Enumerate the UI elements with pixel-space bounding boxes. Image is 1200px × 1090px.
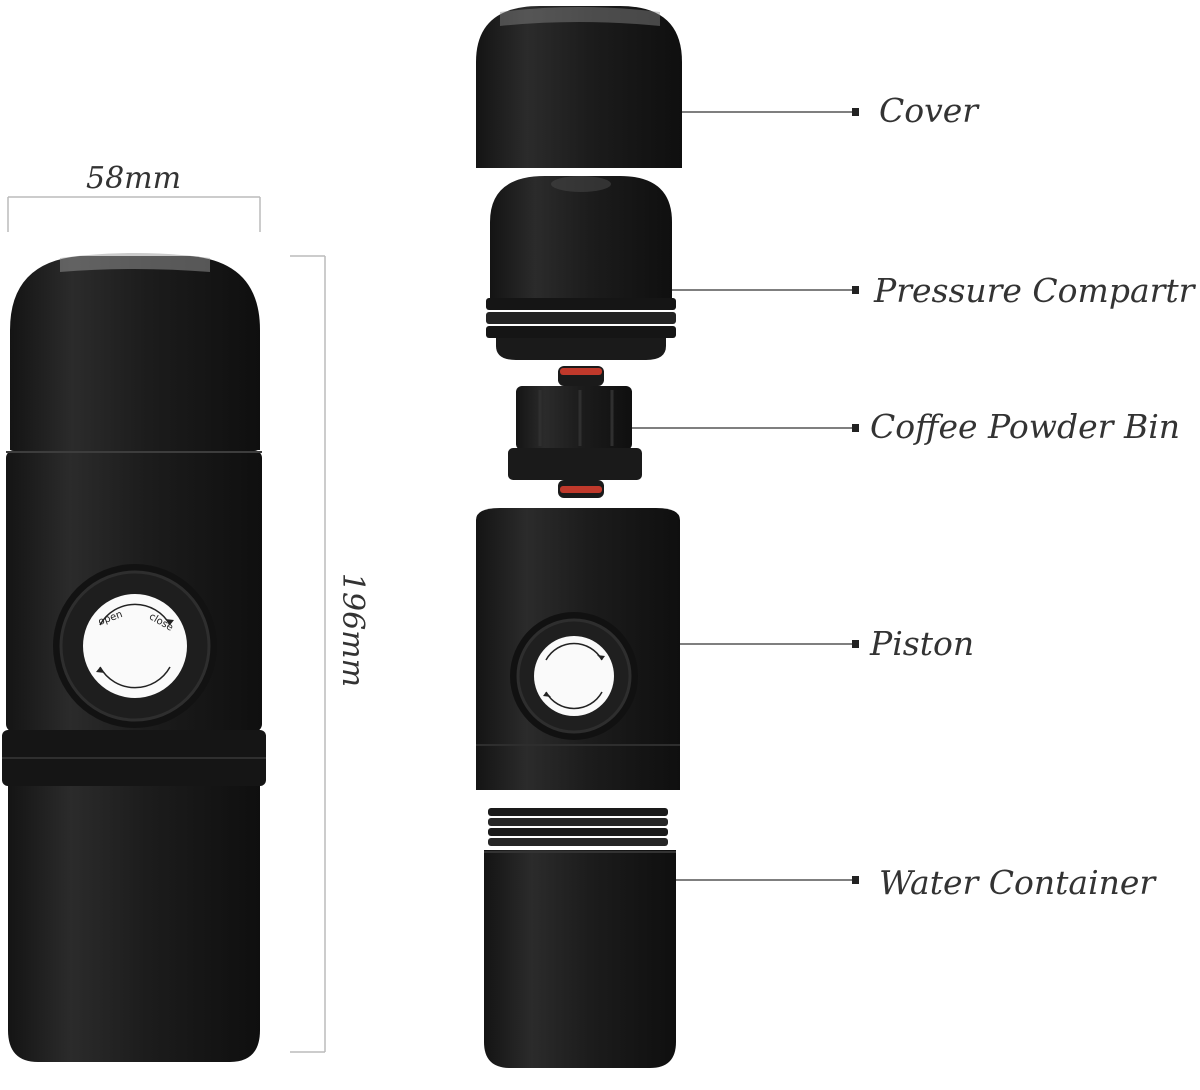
piston-part xyxy=(476,508,680,790)
height-dimension-label: 196mm xyxy=(335,572,370,688)
label-coffee-powder-bin: Coffee Powder Bin xyxy=(870,407,1181,446)
assembled-dial xyxy=(53,564,217,728)
assembled-water-container xyxy=(8,786,260,1062)
coffee-powder-bin-part xyxy=(508,366,642,498)
height-dimension-line xyxy=(290,255,326,1053)
assembled-top-dome xyxy=(10,256,260,450)
seal-ring-bottom xyxy=(560,486,602,493)
width-dimension-line xyxy=(7,196,261,232)
label-pressure-compartment: Pressure Compartr xyxy=(874,271,1195,310)
seal-ring-top xyxy=(560,368,602,375)
label-water-container: Water Container xyxy=(879,863,1156,902)
label-cover: Cover xyxy=(879,91,979,130)
leader-lines xyxy=(632,111,852,881)
cover-part xyxy=(476,6,682,168)
leader-bullets xyxy=(852,108,859,884)
water-container-part xyxy=(484,808,676,1068)
pressure-compartment-part xyxy=(486,176,676,360)
label-piston: Piston xyxy=(870,624,975,663)
assembled-coffee-maker xyxy=(2,253,266,1062)
width-dimension-label: 58mm xyxy=(86,161,182,196)
